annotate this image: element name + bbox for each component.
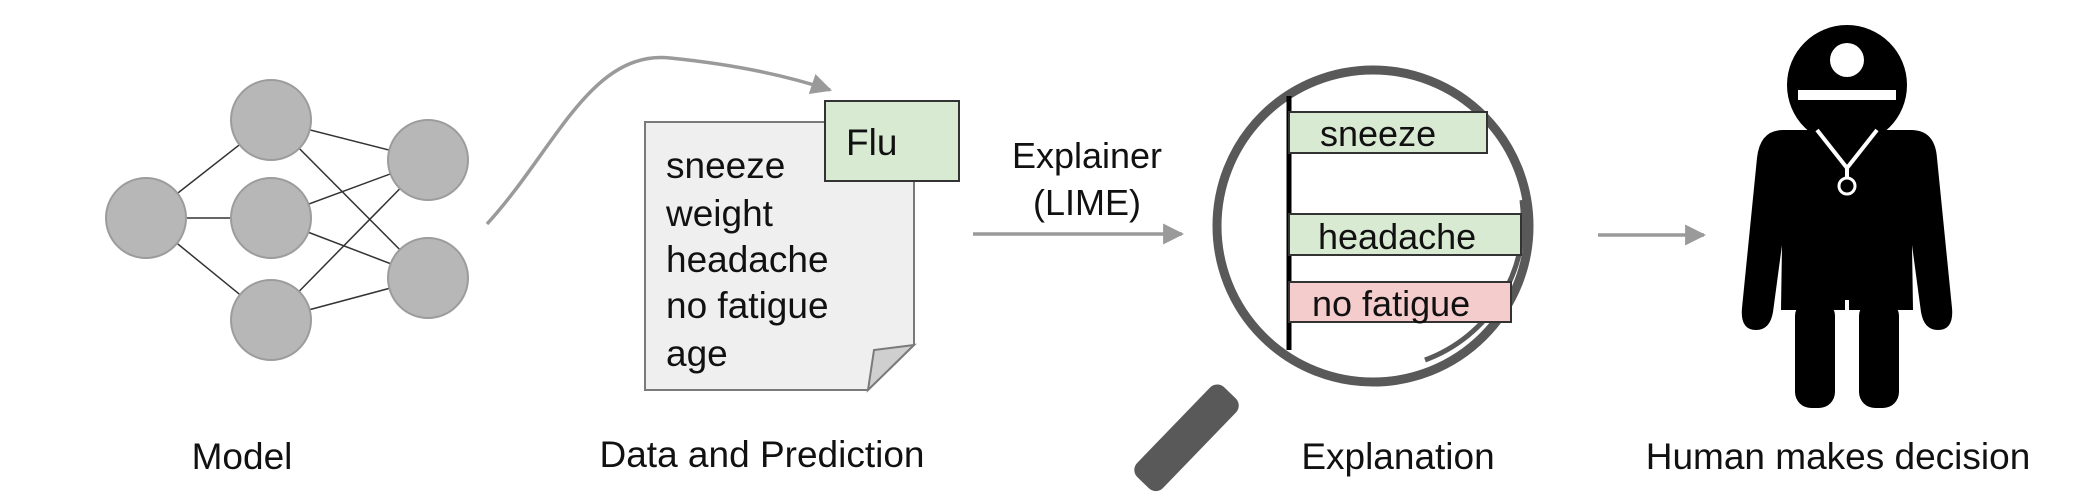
feature-item: no fatigue <box>666 285 829 326</box>
feature-item: sneeze <box>666 145 785 186</box>
document-icon <box>644 121 917 393</box>
model-caption: Model <box>192 436 293 477</box>
input-node <box>105 177 187 259</box>
explanation-bar-label: sneeze <box>1320 113 1436 154</box>
output-node <box>387 237 469 319</box>
explanation-bar-label: no fatigue <box>1312 283 1470 324</box>
curved-arrow <box>485 55 832 226</box>
explanation-caption: Explanation <box>1301 436 1494 477</box>
prediction-label: Flu <box>846 122 897 163</box>
explanation-bar-negative <box>1288 281 1512 323</box>
explainer-method-label: (LIME) <box>1033 182 1141 223</box>
feature-item: headache <box>666 239 829 280</box>
hidden-node <box>230 279 312 361</box>
hidden-node <box>230 177 312 259</box>
neural-network-icon <box>105 79 469 361</box>
output-node <box>387 119 469 201</box>
human-caption: Human makes decision <box>1646 436 2031 477</box>
explanation-bar-label: headache <box>1318 216 1476 257</box>
hidden-node <box>230 79 312 161</box>
data-prediction-caption: Data and Prediction <box>600 434 925 475</box>
explanation-bar-positive <box>1288 111 1488 154</box>
prediction-box <box>824 100 960 182</box>
explanation-bar-positive <box>1288 213 1522 256</box>
doctor-icon <box>1741 25 1953 408</box>
explainer-label: Explainer <box>1012 135 1162 176</box>
feature-item: weight <box>665 193 774 234</box>
feature-item: age <box>666 333 728 374</box>
